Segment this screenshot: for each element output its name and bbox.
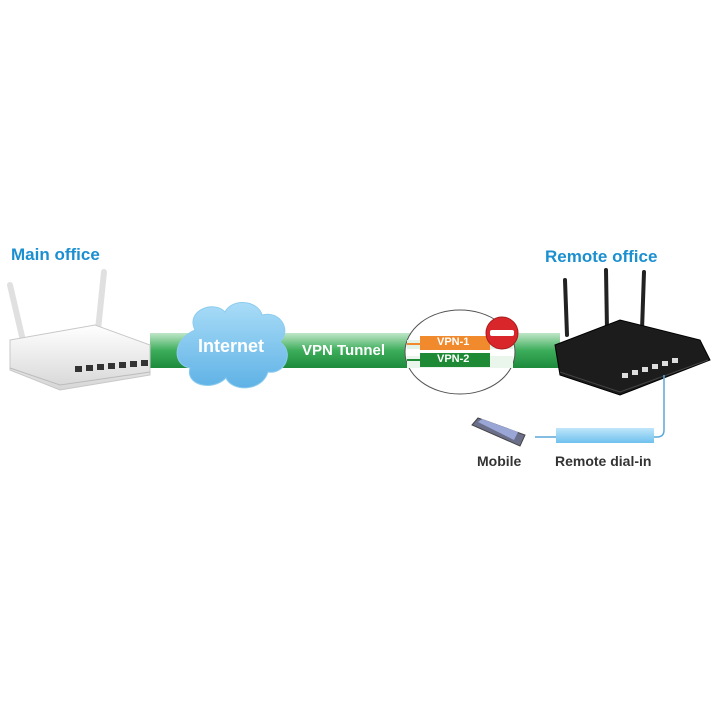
- internet-cloud-icon: [176, 302, 288, 389]
- remote-office-router: [554, 268, 711, 396]
- mobile-label: Mobile: [477, 453, 522, 469]
- vpn-tunnel-label: VPN Tunnel: [302, 342, 386, 359]
- remote-office-title: Remote office: [545, 247, 658, 266]
- dialin-bar: [556, 428, 654, 443]
- vpn-callout: [404, 309, 519, 395]
- main-office-title: Main office: [11, 245, 100, 264]
- vpn1-label: VPN-1: [437, 336, 470, 348]
- blocked-icon: [485, 316, 519, 350]
- dialin-cable: [535, 375, 665, 438]
- vpn1-bar: [420, 336, 490, 350]
- internet-label: Internet: [198, 336, 265, 356]
- vpn2-bar: [420, 353, 490, 367]
- main-office-router: [7, 269, 151, 391]
- mobile-icon: [471, 417, 526, 447]
- vpn2-label: VPN-2: [437, 353, 470, 365]
- remote-dialin-label: Remote dial-in: [555, 453, 652, 469]
